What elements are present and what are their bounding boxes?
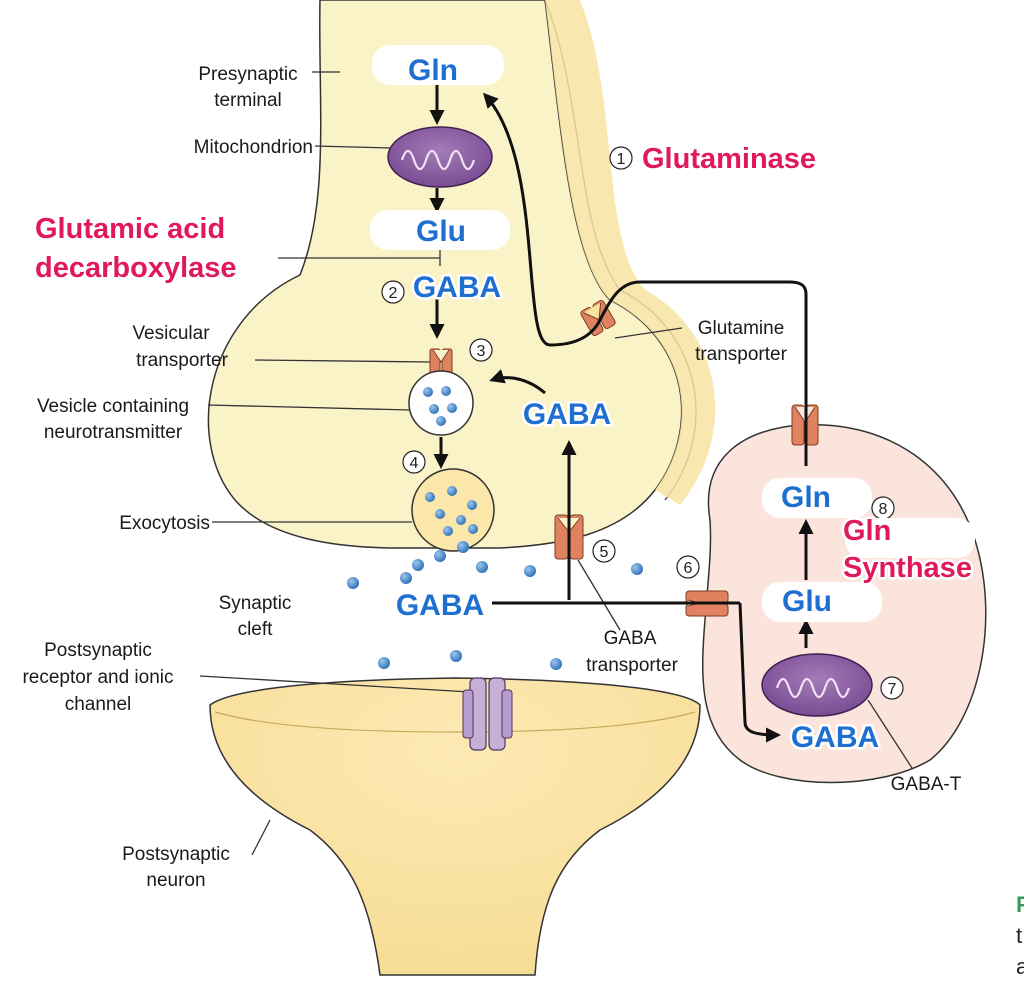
molecule-glu-glial: Glu xyxy=(782,585,832,618)
molecule-gaba-cleft: GABA xyxy=(396,589,484,622)
step-1: 1 xyxy=(617,151,626,168)
enzyme-gln-synthase-line1: Gln xyxy=(843,515,891,547)
postsynaptic-neuron xyxy=(209,677,701,976)
caption-line-2: t xyxy=(1016,923,1022,948)
label-presynaptic-terminal-1: Presynaptic xyxy=(198,64,297,85)
label-gaba-transporter-2: transporter xyxy=(586,655,679,676)
label-postsynaptic-neuron-2: neuron xyxy=(146,870,205,891)
label-postsynaptic-receptor-2: receptor and ionic xyxy=(22,667,173,688)
label-postsynaptic-receptor-3: channel xyxy=(65,694,132,715)
step-4: 4 xyxy=(410,455,419,472)
step-5: 5 xyxy=(600,544,609,561)
enzyme-gad-line2: decarboxylase xyxy=(35,252,237,284)
step-8: 8 xyxy=(879,501,888,518)
enzyme-gad-line1: Glutamic acid xyxy=(35,213,225,245)
label-postsynaptic-receptor-1: Postsynaptic xyxy=(44,640,152,661)
step-3: 3 xyxy=(477,343,486,360)
molecule-backdrops xyxy=(370,45,975,622)
molecule-gaba-synthesized: GABA xyxy=(413,271,501,304)
step-6: 6 xyxy=(684,560,693,577)
step-7: 7 xyxy=(888,681,897,698)
molecule-gln-presynaptic: Gln xyxy=(408,54,458,87)
leader-lines xyxy=(199,71,913,856)
label-vesicle-1: Vesicle containing xyxy=(37,396,189,417)
label-vesicle-2: neurotransmitter xyxy=(44,422,183,443)
molecule-gaba-reuptake: GABA xyxy=(523,398,611,431)
enzyme-gln-synthase-line2: Synthase xyxy=(843,552,972,584)
step-2: 2 xyxy=(389,285,398,302)
label-presynaptic-terminal-2: terminal xyxy=(214,90,282,111)
caption-line-3: a xyxy=(1016,954,1024,979)
label-postsynaptic-neuron-1: Postsynaptic xyxy=(122,844,230,865)
label-vesicular-transporter-1: Vesicular xyxy=(132,323,210,344)
label-gaba-t: GABA-T xyxy=(891,774,962,795)
mitochondrion-presynaptic xyxy=(387,126,493,188)
label-synaptic-cleft-2: cleft xyxy=(238,619,274,640)
molecule-gln-glial: Gln xyxy=(781,481,831,514)
molecule-gaba-glial: GABA xyxy=(791,721,879,754)
label-mitochondrion: Mitochondrion xyxy=(194,137,313,158)
enzyme-glutaminase: Glutaminase xyxy=(642,143,816,175)
label-vesicular-transporter-2: transporter xyxy=(136,350,229,371)
exocytosis-vesicle xyxy=(411,468,495,552)
caption-line-1: F xyxy=(1016,892,1024,917)
step-markers: 1 2 3 4 5 6 7 8 xyxy=(381,146,904,700)
vesicle xyxy=(408,370,474,436)
cleft-gaba-dots xyxy=(347,541,643,670)
label-glutamine-transporter-2: transporter xyxy=(695,344,788,365)
flow-arrows xyxy=(429,84,814,743)
molecule-glu-presynaptic: Glu xyxy=(416,215,466,248)
vesicular-transporter xyxy=(429,348,453,376)
postsynaptic-receptor xyxy=(462,677,513,751)
label-gaba-transporter-1: GABA xyxy=(604,628,657,649)
label-synaptic-cleft-1: Synaptic xyxy=(219,593,292,614)
mitochondrion-glial xyxy=(761,653,873,717)
label-glutamine-transporter-1: Glutamine xyxy=(698,318,785,339)
label-exocytosis: Exocytosis xyxy=(119,513,210,534)
